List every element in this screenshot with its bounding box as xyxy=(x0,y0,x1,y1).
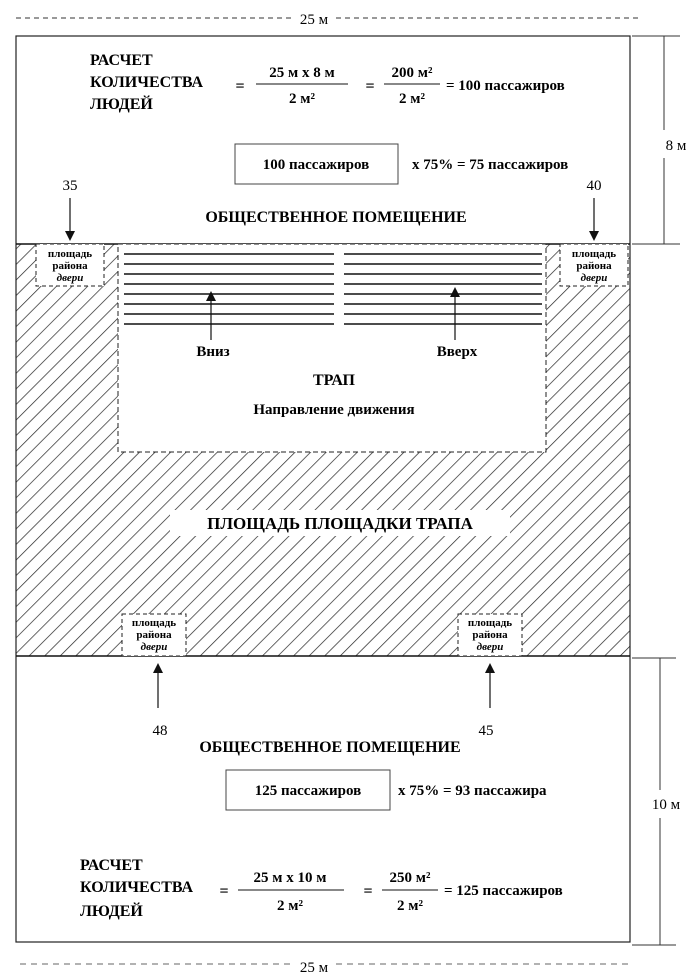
door-label-line1: площадь xyxy=(132,617,176,629)
calc-result: = 100 пассажиров xyxy=(446,78,565,94)
passenger-box xyxy=(234,143,399,185)
top-height-label: 8 м xyxy=(666,138,687,154)
equals-sign: = xyxy=(363,883,372,900)
door-label-line2: района xyxy=(136,629,172,641)
door-label-line3: двери xyxy=(57,272,84,284)
equals-sign: = xyxy=(219,883,228,900)
passenger-calc: x 75% = 93 пассажира xyxy=(398,783,547,799)
fraction2-numerator: 250 м² xyxy=(390,870,431,886)
bottom-calculation: РАСЧЕТ КОЛИЧЕСТВА ЛЮДЕЙ = 25 м x 10 м 2 … xyxy=(80,857,563,920)
fraction2-numerator: 200 м² xyxy=(392,65,433,81)
top-height-dimension: 8 м xyxy=(632,35,687,245)
room-label-top: ОБЩЕСТВЕННОЕ ПОМЕЩЕНИЕ xyxy=(205,209,466,226)
door-label-line1: площадь xyxy=(468,617,512,629)
door-number-bottom-right: 45 xyxy=(479,723,494,739)
top-calculation: РАСЧЕТ КОЛИЧЕСТВА ЛЮДЕЙ = 25 м x 8 м 2 м… xyxy=(90,52,565,113)
calc-label-line1: РАСЧЕТ xyxy=(80,857,143,874)
bottom-height-label: 10 м xyxy=(652,797,681,813)
bottom-width-dimension: 25 м xyxy=(20,960,628,976)
landing-area xyxy=(16,243,630,657)
fraction1-numerator: 25 м x 10 м xyxy=(254,870,327,886)
door-area-top-left: площадь района двери xyxy=(35,243,105,287)
calc-label-line1: РАСЧЕТ xyxy=(90,52,153,69)
gangway-box xyxy=(117,243,547,453)
calc-result: = 125 пассажиров xyxy=(444,883,563,899)
calc-label-line2: КОЛИЧЕСТВА xyxy=(80,879,194,896)
gangway-subtitle: Направление движения xyxy=(253,402,414,418)
passenger-box xyxy=(225,769,391,811)
door-area-bottom-right: площадь района двери xyxy=(457,613,523,657)
passenger-box-label: 100 пассажиров xyxy=(263,157,369,173)
fraction1-numerator: 25 м x 8 м xyxy=(269,65,334,81)
down-label: Вниз xyxy=(196,344,229,360)
calc-label-line3: ЛЮДЕЙ xyxy=(90,94,153,113)
fraction2-denominator: 2 м² xyxy=(397,898,423,914)
door-label-line2: района xyxy=(52,260,88,272)
fraction1-denominator: 2 м² xyxy=(277,898,303,914)
door-label-line3: двери xyxy=(477,641,504,653)
passenger-box-label: 125 пассажиров xyxy=(255,783,361,799)
equals-sign: = xyxy=(365,78,374,95)
door-number-bottom-left: 48 xyxy=(153,723,168,739)
calc-label-line2: КОЛИЧЕСТВА xyxy=(90,74,204,91)
up-label: Вверх xyxy=(437,344,478,360)
door-label-line1: площадь xyxy=(572,248,616,260)
landing-label: ПЛОЩАДЬ ПЛОЩАДКИ ТРАПА xyxy=(207,514,473,533)
door-label-line2: района xyxy=(472,629,508,641)
top-width-label: 25 м xyxy=(300,12,329,28)
bottom-height-dimension: 10 м xyxy=(632,657,681,946)
door-label-line3: двери xyxy=(581,272,608,284)
gangway-title: ТРАП xyxy=(313,372,356,389)
passenger-calc: x 75% = 75 пассажиров xyxy=(412,157,568,173)
top-width-dimension: 25 м xyxy=(16,12,640,28)
door-label-line3: двери xyxy=(141,641,168,653)
landing-label-bg xyxy=(170,510,510,536)
bottom-width-label: 25 м xyxy=(300,960,329,976)
fraction1-denominator: 2 м² xyxy=(289,91,315,107)
door-area-top-right: площадь района двери xyxy=(559,243,629,287)
door-number-top-right: 40 xyxy=(587,178,602,194)
door-number-top-left: 35 xyxy=(63,178,78,194)
door-label-line2: района xyxy=(576,260,612,272)
equals-sign: = xyxy=(235,78,244,95)
fraction2-denominator: 2 м² xyxy=(399,91,425,107)
stairs-left xyxy=(124,253,334,325)
door-area-bottom-left: площадь района двери xyxy=(121,613,187,657)
stairs-right xyxy=(344,253,542,325)
room-label-bottom: ОБЩЕСТВЕННОЕ ПОМЕЩЕНИЕ xyxy=(199,739,460,756)
door-label-line1: площадь xyxy=(48,248,92,260)
calc-label-line3: ЛЮДЕЙ xyxy=(80,901,143,920)
